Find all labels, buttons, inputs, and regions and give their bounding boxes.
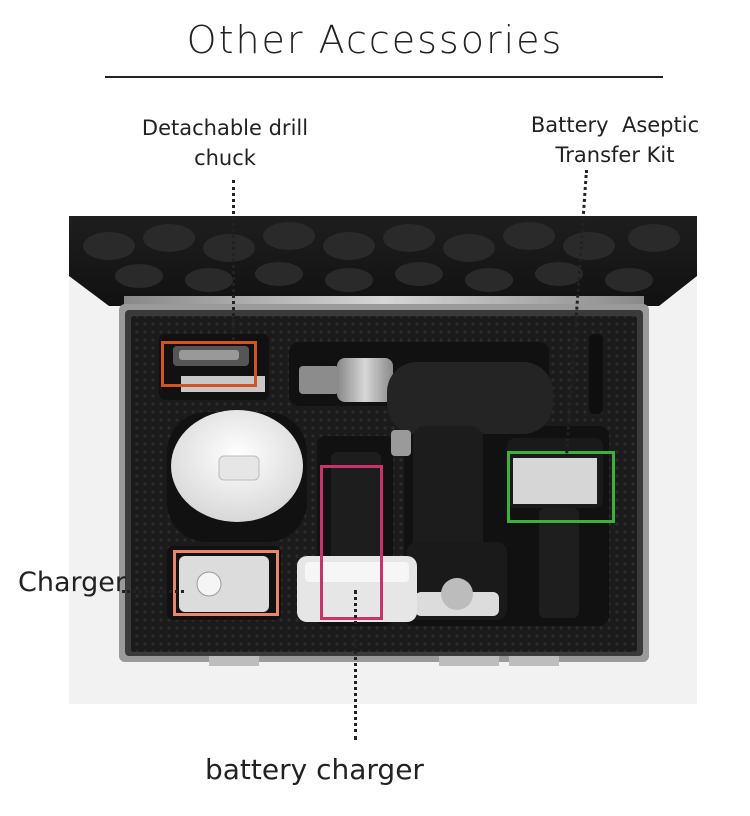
label-chuck-line2: chuck [194,146,256,170]
label-battery-charger: battery charger [205,753,424,786]
leader-line-charger [122,590,184,593]
label-chuck-line1: Detachable drill [141,116,309,140]
label-charger: Charger [18,567,126,598]
product-photo-case [69,216,697,704]
highlight-drill-chuck [161,341,257,387]
highlight-aseptic-transfer-kit [507,451,615,523]
title-underline [105,76,663,78]
highlight-battery-charger [320,465,383,620]
highlight-charger [173,550,279,616]
page-title: Other Accessories [186,18,564,62]
label-detachable-drill-chuck: Detachable drill chuck [130,113,320,173]
leader-line-drill-chuck [232,180,235,340]
label-battery-aseptic-transfer-kit: Battery Aseptic Transfer Kit [520,110,710,170]
label-kit-line2: Transfer Kit [555,143,675,167]
instrument-case-illustration [69,216,697,704]
leader-line-battery-charger [354,590,357,740]
label-kit-line1: Battery Aseptic [530,113,700,137]
